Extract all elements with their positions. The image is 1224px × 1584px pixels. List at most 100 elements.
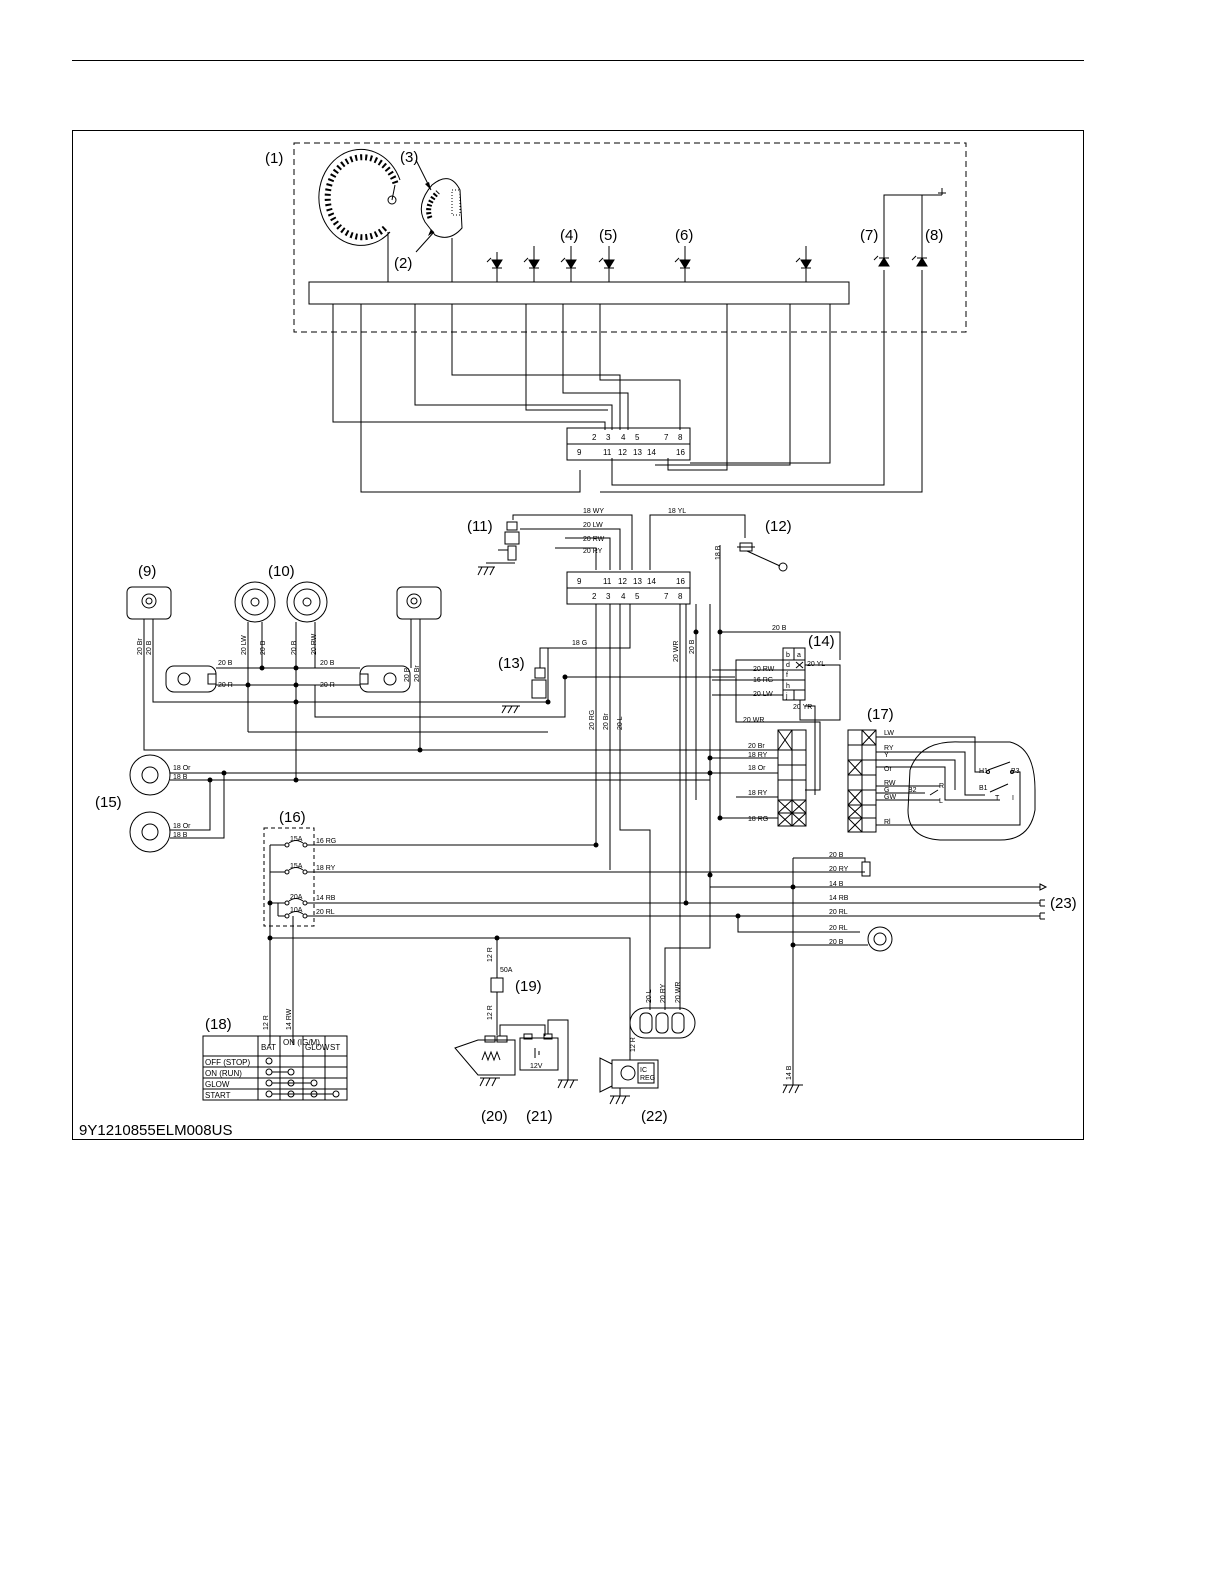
svg-text:18 YL: 18 YL [668,508,686,515]
meter-panel-board [308,281,850,305]
svg-text:j: j [785,693,788,700]
key-switch-table [202,1035,348,1101]
svg-text:11: 11 [603,448,612,457]
svg-text:20 YL: 20 YL [807,661,825,668]
svg-text:20 B: 20 B [829,852,844,859]
svg-text:BAT: BAT [261,1043,276,1052]
callout-18: (18) [205,1016,232,1033]
svg-text:20 B: 20 B [218,660,233,667]
lamp-10-left [234,581,276,623]
svg-text:10A: 10A [290,907,303,914]
top-rule [72,60,1084,61]
svg-text:18 WY: 18 WY [583,508,604,515]
svg-text:2: 2 [592,433,597,442]
svg-text:18 Or: 18 Or [173,765,191,772]
svg-text:14 RB: 14 RB [829,895,849,902]
svg-text:RY: RY [884,745,894,752]
ic-label: IC [640,1067,647,1074]
svg-text:8: 8 [678,433,683,442]
svg-text:7: 7 [664,592,669,601]
callout-14: (14) [808,633,835,650]
fusible-link [490,938,504,1035]
figure-code: 9Y1210855ELM008US [79,1122,233,1139]
indicator-lamps [486,246,928,282]
svg-text:GLOW: GLOW [305,1043,330,1052]
svg-text:9: 9 [577,577,582,586]
svg-text:20 L: 20 L [646,989,653,1003]
horn-15-upper [129,754,171,796]
svg-text:L: L [939,798,943,805]
callout-15: (15) [95,794,122,811]
svg-text:18 RY: 18 RY [316,865,336,872]
battery [519,1033,559,1071]
alternator [599,1057,659,1105]
svg-text:18 Or: 18 Or [173,823,191,830]
svg-text:14: 14 [647,448,656,457]
svg-text:GLOW: GLOW [205,1080,230,1089]
meter-harness [332,270,923,493]
svg-text:14 B: 14 B [829,881,844,888]
svg-text:RW: RW [884,780,896,787]
svg-text:20 YR: 20 YR [793,704,812,711]
reg-label: REG [640,1075,655,1082]
battery-voltage: 12V [530,1063,543,1070]
svg-text:20 RW: 20 RW [311,633,318,655]
svg-text:20 B: 20 B [146,640,153,655]
svg-text:a: a [797,652,801,659]
svg-text:18 Or: 18 Or [748,765,766,772]
svg-text:18 G: 18 G [572,640,587,647]
svg-text:20 B: 20 B [772,625,787,632]
leader-2 [415,231,435,253]
fuse-box [263,827,315,927]
svg-text:B1: B1 [979,785,988,792]
starter-motor [454,1035,516,1087]
svg-text:16: 16 [676,448,685,457]
callout-20: (20) [481,1108,508,1125]
callout-21: (21) [526,1108,553,1125]
callout-13: (13) [498,655,525,672]
svg-text:OFF (STOP): OFF (STOP) [205,1058,251,1067]
svg-text:18 RY: 18 RY [748,752,768,759]
svg-text:ON (RUN): ON (RUN) [205,1069,242,1078]
svg-text:20 B: 20 B [291,640,298,655]
svg-text:16: 16 [676,577,685,586]
svg-text:4: 4 [621,592,626,601]
svg-text:20 Br: 20 Br [137,638,144,655]
lamp7-wire [883,194,942,258]
svg-text:8: 8 [678,592,683,601]
svg-text:20 RY: 20 RY [583,548,603,555]
callout-2: (2) [394,255,412,272]
callout-16: (16) [279,809,306,826]
meter-connector [566,427,691,461]
upper-harness-wires [512,514,841,660]
svg-text:20 R: 20 R [218,682,233,689]
fuel-level-switch [501,667,547,714]
fusible-link-rating: 50A [500,967,513,974]
flasher-connector [777,729,807,827]
svg-text:20 Br: 20 Br [748,743,765,750]
svg-text:ON (IG/M): ON (IG/M) [283,1038,320,1047]
svg-text:20 B: 20 B [320,660,335,667]
svg-text:16 RG: 16 RG [316,838,336,845]
oil-pressure-switch [477,521,520,576]
turn-lamp-right [359,665,411,693]
svg-text:20 R: 20 R [320,682,335,689]
svg-text:18 RY: 18 RY [748,790,768,797]
svg-text:f: f [786,672,788,679]
harness-verticals [595,604,721,1010]
relay-14 [782,647,806,701]
svg-text:12 R: 12 R [630,1037,637,1052]
svg-text:T: T [995,795,1000,802]
callout-4: (4) [560,227,578,244]
svg-text:18 RG: 18 RG [748,816,768,823]
svg-text:15A: 15A [290,836,303,843]
svg-text:12: 12 [618,577,627,586]
combination-switch [847,729,1036,841]
callout-17: (17) [867,706,894,723]
svg-text:13: 13 [633,448,642,457]
callout-12: (12) [765,518,792,535]
svg-text:H1: H1 [979,768,988,775]
svg-text:20 LW: 20 LW [753,691,773,698]
svg-text:b: b [786,652,790,659]
svg-text:14 RW: 14 RW [286,1008,293,1030]
